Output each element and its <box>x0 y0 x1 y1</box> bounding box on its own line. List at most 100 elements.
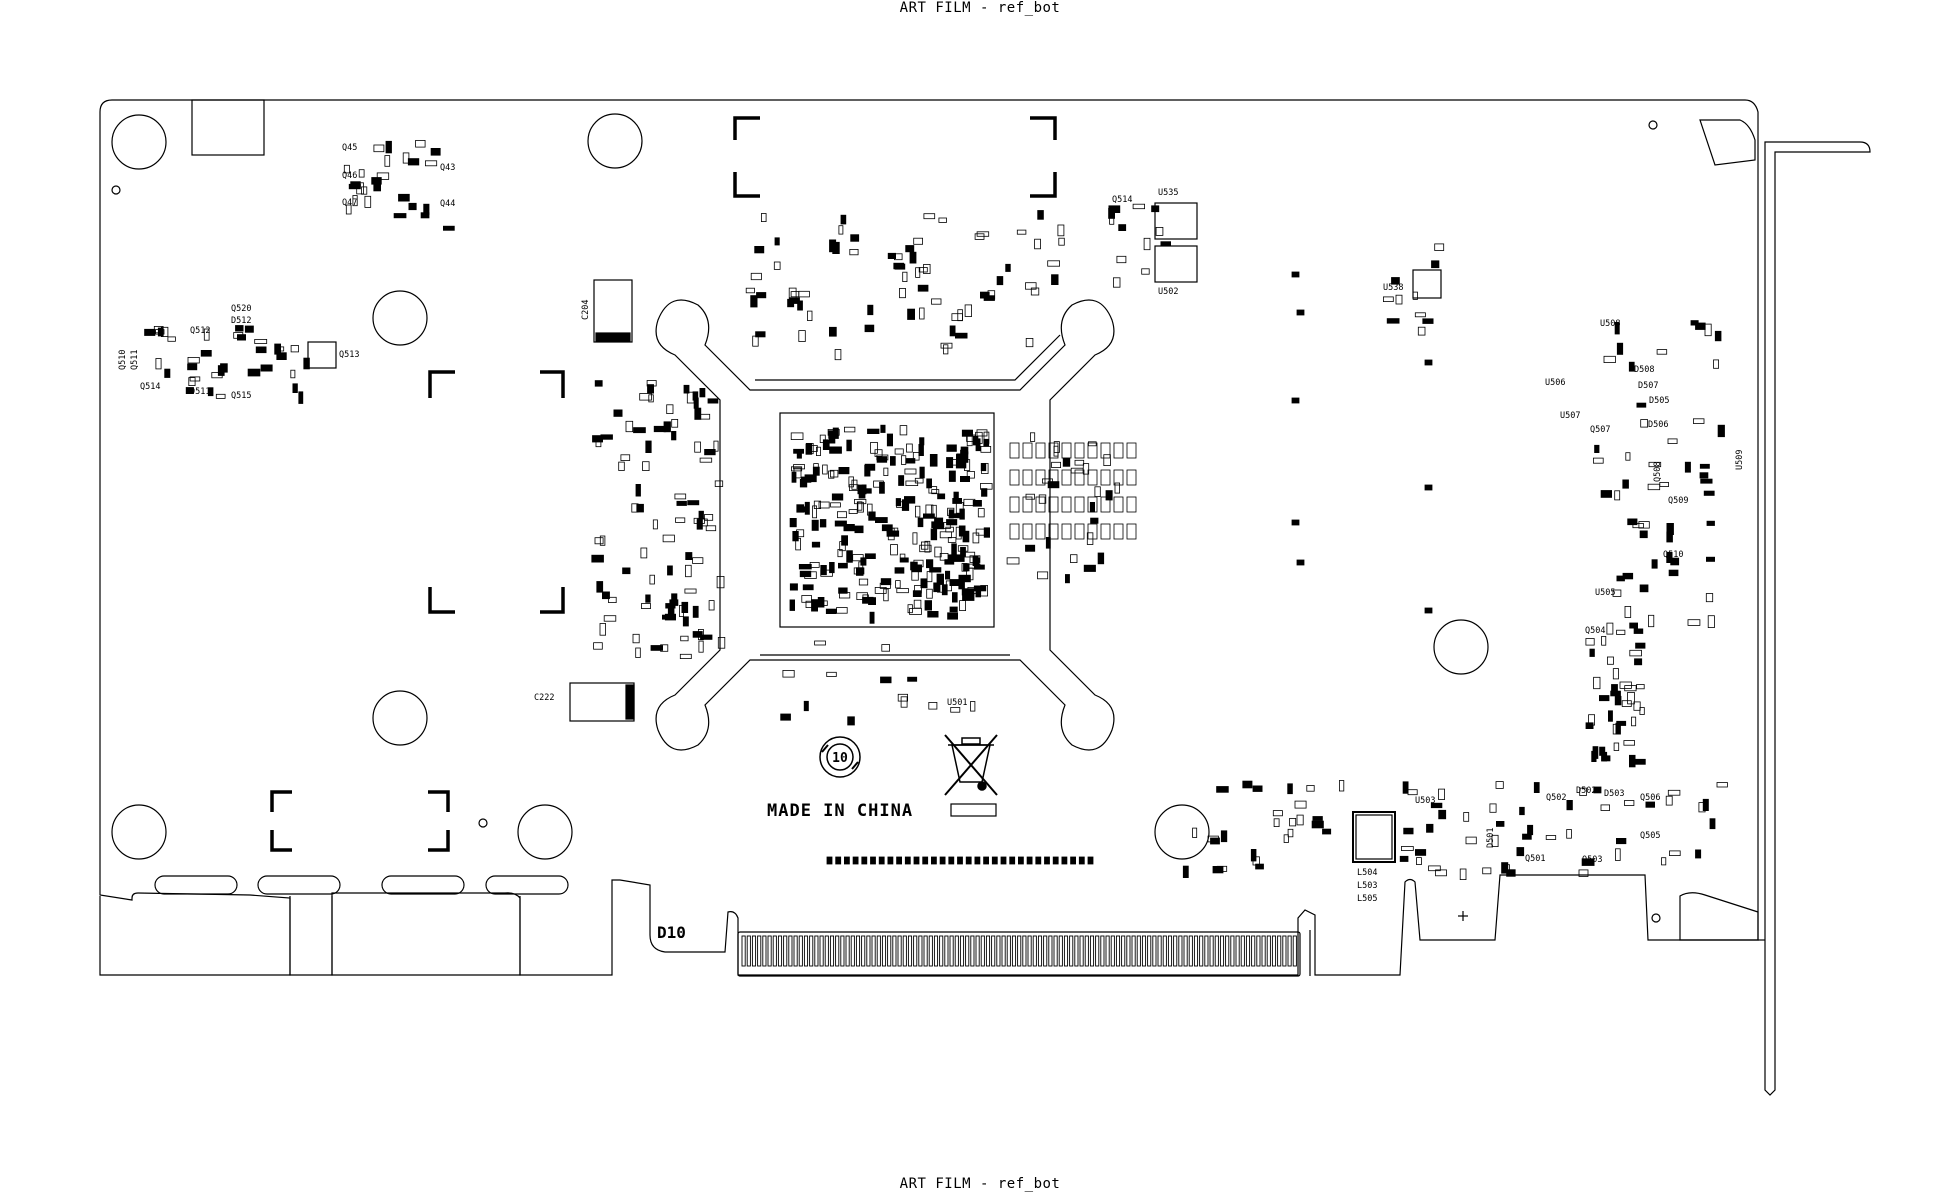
smd-part <box>1594 444 1600 453</box>
smd-part <box>1047 260 1060 267</box>
finger-pad <box>861 935 866 967</box>
smd-part <box>1143 237 1151 251</box>
smd-part <box>910 561 918 571</box>
smd-part <box>975 431 983 444</box>
label-q47: Q47 <box>342 198 357 208</box>
smd-part <box>1103 454 1111 467</box>
smd-part <box>713 440 719 452</box>
finger-pad <box>1001 935 1006 967</box>
smd-part <box>207 387 214 397</box>
smd-part <box>919 307 925 320</box>
smd-part <box>957 309 963 322</box>
smd-part <box>1627 518 1638 526</box>
smd-part <box>812 505 817 519</box>
smd-part <box>983 527 991 538</box>
smd-part <box>822 464 828 475</box>
smd-part <box>1118 224 1127 232</box>
smd-part <box>608 596 617 603</box>
smd-part <box>1614 321 1620 335</box>
smd-part <box>1272 810 1283 817</box>
smd-part <box>917 284 929 292</box>
smd-part <box>420 212 430 219</box>
smd-part <box>430 147 441 156</box>
finger-pad <box>1089 935 1095 967</box>
capacitor-c204 <box>593 279 633 343</box>
smd-part <box>699 387 706 398</box>
smd-part <box>1716 782 1728 788</box>
finger-pad <box>1121 935 1126 967</box>
smd-part <box>685 552 693 560</box>
smd-part <box>829 446 842 454</box>
slot-outline <box>257 875 341 895</box>
smd-part <box>645 440 652 454</box>
smd-part <box>917 517 924 528</box>
test-pad <box>1000 856 1007 865</box>
smd-part <box>1038 494 1047 504</box>
smd-part <box>260 364 273 372</box>
smd-part <box>894 448 904 455</box>
smd-part <box>862 596 874 604</box>
smd-part <box>1661 857 1667 866</box>
smd-part <box>1422 318 1434 324</box>
smd-part <box>1616 342 1624 355</box>
smd-part <box>1037 210 1044 220</box>
smd-part <box>852 554 864 562</box>
smd-part <box>1566 829 1572 839</box>
label-plate <box>950 803 997 817</box>
smd-part <box>650 645 664 651</box>
smd-part <box>774 237 780 246</box>
reference-labels: Q45 Q46 Q47 Q43 Q44 Q520 D512 Q512 Q513 … <box>118 143 1745 904</box>
smd-part <box>983 438 990 447</box>
smd-part <box>801 595 812 603</box>
smd-part <box>828 470 835 479</box>
test-pad <box>896 856 902 865</box>
smd-part <box>1414 312 1426 318</box>
smd-part <box>1252 856 1260 866</box>
pad-array <box>1087 469 1098 486</box>
smd-part <box>1624 685 1637 692</box>
finger-pad <box>1214 935 1219 967</box>
finger-pad <box>1188 935 1193 967</box>
finger-pad <box>928 935 933 967</box>
smd-part <box>358 169 365 178</box>
smd-part <box>1706 520 1715 526</box>
smd-part <box>1636 684 1645 690</box>
smd-part <box>698 413 711 420</box>
smd-part <box>244 325 254 333</box>
smd-part <box>907 308 915 320</box>
smd-part <box>798 564 812 570</box>
finger-pad <box>980 935 985 967</box>
smd-part <box>886 527 899 533</box>
smd-part <box>1016 229 1027 235</box>
smd-part <box>807 310 813 322</box>
test-pad <box>965 856 972 865</box>
smd-part <box>755 331 766 338</box>
smd-part <box>631 503 639 513</box>
smd-part <box>393 213 407 219</box>
finger-pad <box>1115 935 1121 967</box>
label-u538: U538 <box>1383 283 1403 293</box>
smd-part <box>633 427 646 434</box>
smd-part <box>1667 789 1681 796</box>
smd-part <box>679 653 692 659</box>
smd-part <box>1058 237 1065 246</box>
pcie-fingers <box>741 935 1297 967</box>
finger-pad <box>1251 935 1256 967</box>
finger-pad <box>1162 935 1167 967</box>
label-c222: C222 <box>534 693 554 703</box>
smd-part <box>635 647 641 658</box>
smd-part <box>1622 479 1629 489</box>
smd-part <box>1593 676 1601 690</box>
smd-part <box>745 287 755 294</box>
smd-part <box>953 554 965 562</box>
mounting-hole <box>111 114 167 170</box>
smd-part <box>290 369 296 379</box>
smd-part <box>1132 203 1145 210</box>
smd-part <box>876 456 888 463</box>
smd-part <box>790 291 800 298</box>
smd-part <box>1612 723 1621 735</box>
smd-part <box>804 571 817 579</box>
smd-part <box>923 263 931 274</box>
smd-part <box>799 478 808 488</box>
smd-part <box>693 397 699 409</box>
